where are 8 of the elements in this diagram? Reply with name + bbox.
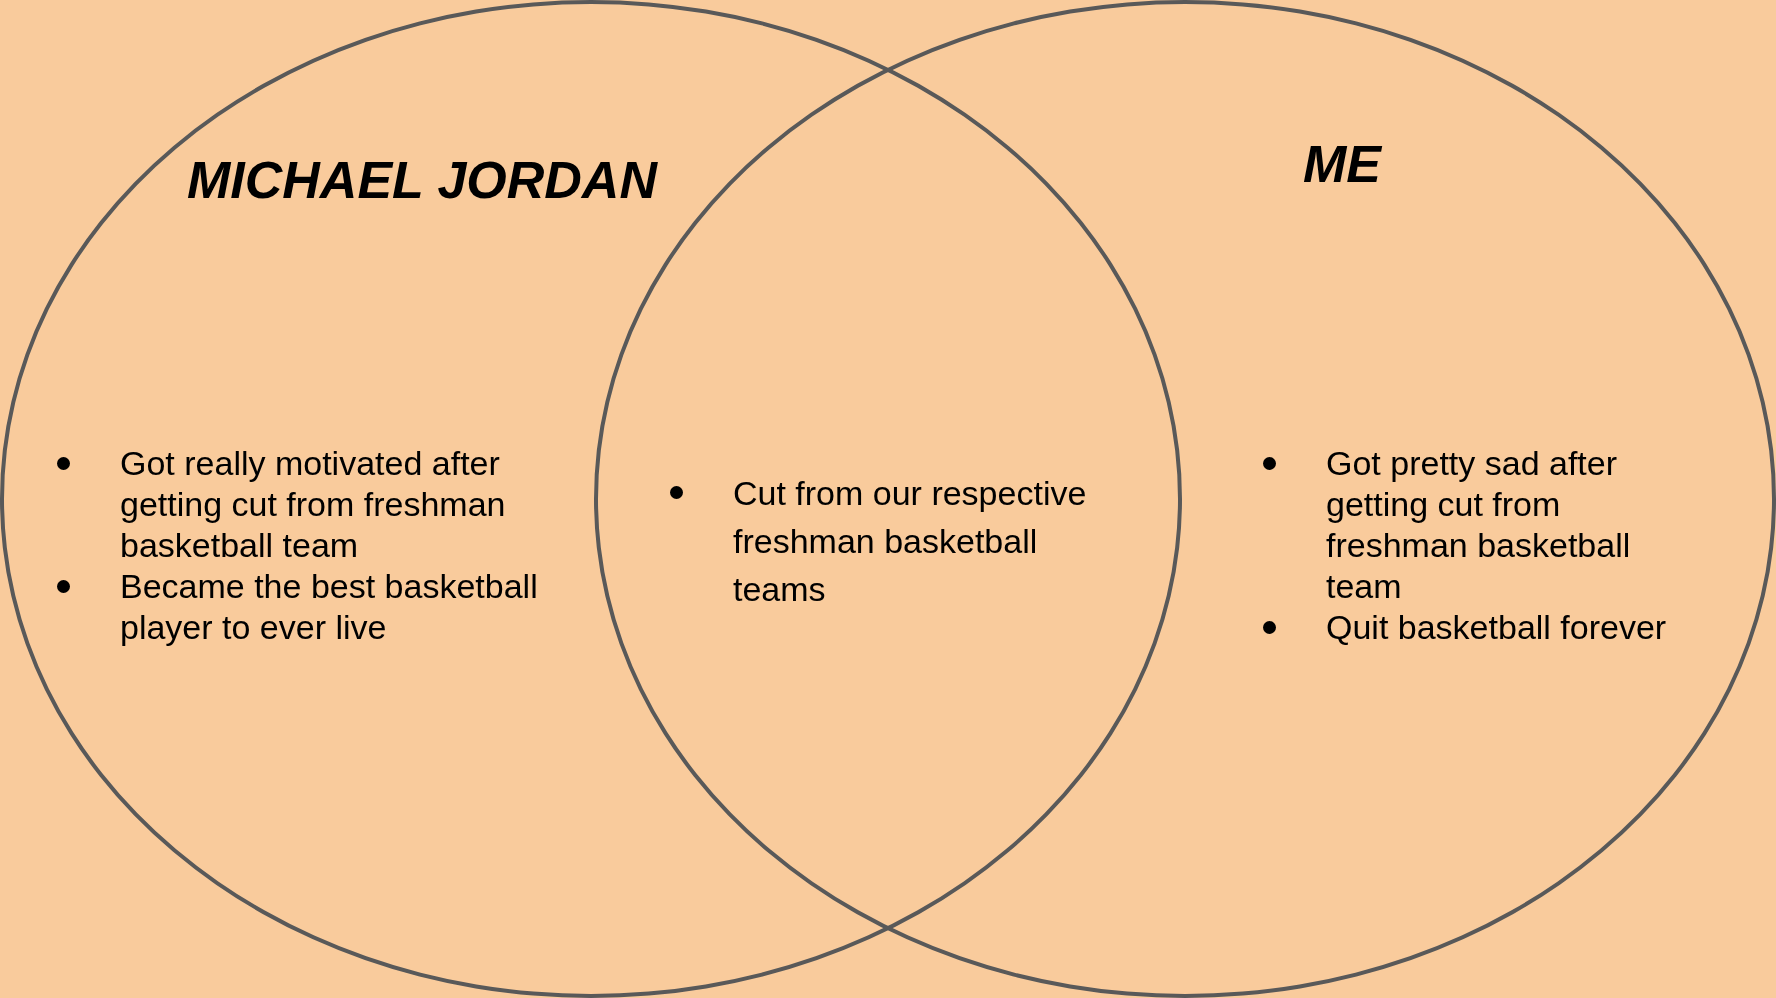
bullet-text: Became the best basketball player to ever live	[120, 566, 539, 648]
circle-heading: MICHAEL JORDAN	[187, 150, 657, 211]
bullet-text: Got pretty sad after getting cut from freshman basketball team	[1326, 443, 1632, 607]
circle-heading: ME	[1303, 134, 1381, 195]
venn-ellipse	[0, 0, 1182, 998]
bullet-text: Quit basketball forever	[1326, 607, 1667, 648]
bullet-text: Got really motivated after getting cut from freshman basketball team	[120, 443, 507, 566]
bullet-text: Cut from our respective freshman basketball teams	[733, 473, 1088, 610]
